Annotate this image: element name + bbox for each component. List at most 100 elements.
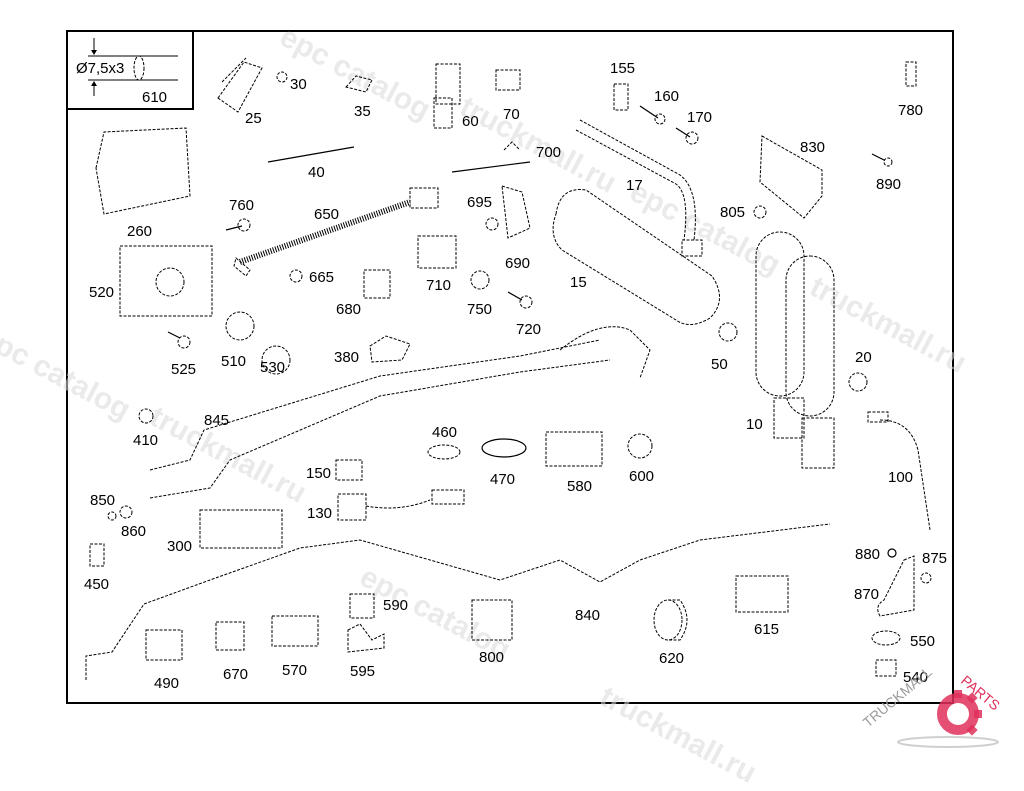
part-label-300[interactable]: 300 bbox=[167, 538, 193, 555]
part-label-830[interactable]: 830 bbox=[800, 139, 826, 156]
part-label-710[interactable]: 710 bbox=[426, 277, 452, 294]
part-label-800[interactable]: 800 bbox=[479, 649, 505, 666]
part-label-130[interactable]: 130 bbox=[307, 505, 333, 522]
part-150-icon bbox=[335, 459, 363, 481]
part-490-icon bbox=[145, 629, 183, 661]
part-label-450[interactable]: 450 bbox=[84, 576, 110, 593]
part-label-530[interactable]: 530 bbox=[260, 359, 286, 376]
part-830-icon bbox=[759, 135, 823, 219]
part-label-845[interactable]: 845 bbox=[204, 412, 230, 429]
part-155-icon bbox=[613, 83, 629, 111]
part-label-30[interactable]: 30 bbox=[290, 76, 307, 93]
part-35-icon bbox=[345, 75, 373, 93]
part-label-650[interactable]: 650 bbox=[314, 206, 340, 223]
part-label-260[interactable]: 260 bbox=[127, 223, 153, 240]
part-380-icon bbox=[369, 335, 411, 363]
part-label-850[interactable]: 850 bbox=[90, 492, 116, 509]
part-label-525[interactable]: 525 bbox=[171, 361, 197, 378]
part-label-490[interactable]: 490 bbox=[154, 675, 180, 692]
part-label-170[interactable]: 170 bbox=[687, 109, 713, 126]
part-label-780[interactable]: 780 bbox=[898, 102, 924, 119]
part-label-70[interactable]: 70 bbox=[503, 106, 520, 123]
part-800-icon bbox=[471, 599, 513, 641]
part-710-icon bbox=[417, 235, 457, 269]
part-60-icon bbox=[433, 63, 461, 129]
part-665-icon bbox=[289, 269, 303, 283]
part-label-590[interactable]: 590 bbox=[383, 597, 409, 614]
part-label-160[interactable]: 160 bbox=[654, 88, 680, 105]
part-label-460[interactable]: 460 bbox=[432, 424, 458, 441]
part-label-870[interactable]: 870 bbox=[854, 586, 880, 603]
part-680-icon bbox=[363, 269, 391, 299]
part-880-icon bbox=[887, 548, 897, 558]
part-label-10[interactable]: 10 bbox=[746, 416, 763, 433]
part-580-icon bbox=[545, 431, 603, 467]
part-595-icon bbox=[347, 623, 385, 653]
part-720-icon bbox=[507, 291, 533, 309]
part-130-icon bbox=[337, 489, 465, 521]
part-label-550[interactable]: 550 bbox=[910, 633, 936, 650]
part-760-icon bbox=[225, 218, 251, 232]
part-840-icon bbox=[85, 523, 831, 680]
part-label-595[interactable]: 595 bbox=[350, 663, 376, 680]
part-label-600[interactable]: 600 bbox=[629, 468, 655, 485]
part-label-155[interactable]: 155 bbox=[610, 60, 636, 77]
part-label-40[interactable]: 40 bbox=[308, 164, 325, 181]
part-label-760[interactable]: 760 bbox=[229, 197, 255, 214]
part-620-icon bbox=[653, 599, 688, 641]
part-label-60[interactable]: 60 bbox=[462, 113, 479, 130]
part-300-icon bbox=[199, 509, 283, 549]
part-label-665[interactable]: 665 bbox=[309, 269, 335, 286]
part-label-15[interactable]: 15 bbox=[570, 274, 587, 291]
part-label-410[interactable]: 410 bbox=[133, 432, 159, 449]
part-label-580[interactable]: 580 bbox=[567, 478, 593, 495]
part-label-20[interactable]: 20 bbox=[855, 349, 872, 366]
logo-text-truckmall: TRUCKMALL bbox=[860, 663, 935, 730]
part-label-720[interactable]: 720 bbox=[516, 321, 542, 338]
part-40-icon bbox=[267, 146, 355, 163]
part-label-570[interactable]: 570 bbox=[282, 662, 308, 679]
part-label-35[interactable]: 35 bbox=[354, 103, 371, 120]
part-label-17[interactable]: 17 bbox=[626, 177, 643, 194]
part-690-icon bbox=[501, 185, 531, 239]
part-450-icon bbox=[89, 543, 105, 567]
part-label-880[interactable]: 880 bbox=[855, 546, 881, 563]
part-525-icon bbox=[167, 331, 191, 349]
part-label-680[interactable]: 680 bbox=[336, 301, 362, 318]
part-470-icon bbox=[481, 438, 527, 458]
part-780-icon bbox=[905, 61, 917, 87]
part-460-icon bbox=[427, 444, 461, 460]
part-label-470[interactable]: 470 bbox=[490, 471, 516, 488]
part-label-380[interactable]: 380 bbox=[334, 349, 360, 366]
part-label-670[interactable]: 670 bbox=[223, 666, 249, 683]
part-label-750[interactable]: 750 bbox=[467, 301, 493, 318]
part-70-icon bbox=[495, 69, 521, 91]
part-label-700[interactable]: 700 bbox=[536, 144, 562, 161]
part-label-620[interactable]: 620 bbox=[659, 650, 685, 667]
part-label-860[interactable]: 860 bbox=[121, 523, 147, 540]
part-label-875[interactable]: 875 bbox=[922, 550, 948, 567]
part-label-890[interactable]: 890 bbox=[876, 176, 902, 193]
part-label-695[interactable]: 695 bbox=[467, 194, 493, 211]
inset-box bbox=[66, 30, 194, 110]
part-label-610[interactable]: 610 bbox=[142, 89, 168, 106]
part-845-icon bbox=[149, 326, 651, 499]
part-510-icon bbox=[225, 311, 255, 341]
part-label-50[interactable]: 50 bbox=[711, 356, 728, 373]
part-label-100[interactable]: 100 bbox=[888, 469, 914, 486]
part-label-805[interactable]: 805 bbox=[720, 204, 746, 221]
part-label-25[interactable]: 25 bbox=[245, 110, 262, 127]
part-520-icon bbox=[119, 245, 213, 317]
part-label-690[interactable]: 690 bbox=[505, 255, 531, 272]
part-label-540[interactable]: 540 bbox=[903, 669, 929, 686]
part-590-icon bbox=[349, 593, 375, 619]
part-label-520[interactable]: 520 bbox=[89, 284, 115, 301]
part-260-icon bbox=[95, 127, 191, 215]
part-615-icon bbox=[735, 575, 789, 613]
part-860-icon bbox=[119, 505, 133, 519]
part-label-510[interactable]: 510 bbox=[221, 353, 247, 370]
part-label-615[interactable]: 615 bbox=[754, 621, 780, 638]
part-label-840[interactable]: 840 bbox=[575, 607, 601, 624]
part-label-150[interactable]: 150 bbox=[306, 465, 332, 482]
part-100-icon bbox=[867, 411, 931, 531]
